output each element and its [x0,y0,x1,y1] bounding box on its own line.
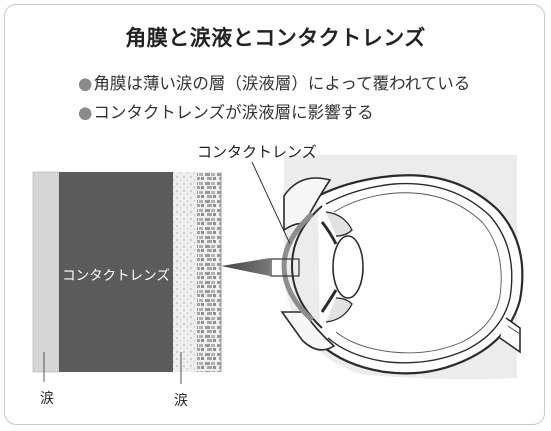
eyeball-outline [317,174,524,375]
lens-cross-section-label: コンタクトレンズ [62,268,170,284]
bullet-marker: ● [78,74,93,93]
crystalline-lens [332,235,364,299]
iris-upper [320,221,338,245]
tear-layer-right [173,172,197,372]
contact-lens-band [59,172,173,372]
ciliary-body-upper [325,211,353,237]
magnification-box [270,258,300,277]
bullet-text-1: 角膜は薄い涙の層（涙液層）によって覆われている [93,74,471,93]
optic-nerve [499,317,521,354]
eyeball-retina-layer [333,192,502,354]
ciliary-body-lower [325,297,353,323]
tear-right-label: 涙 [174,393,188,409]
upper-eyelid [283,177,332,232]
eyeball-inner-layer [325,182,513,364]
optic-nerve-inner [507,325,521,335]
bullet-item-2: ●コンタクトレンズが涙液層に影響する [78,99,374,123]
tear-left-label: 涙 [40,391,54,407]
tear-layer-left [32,171,60,373]
lens-callout-label: コンタクトレンズ [197,143,317,161]
bullet-marker: ● [78,103,93,122]
contact-lens-on-eye [281,212,314,322]
lens-callout-leader [251,161,291,245]
lower-eyelid [280,311,336,351]
bullet-item-1: ●角膜は薄い涙の層（涙液層）によって覆われている [78,70,470,94]
magnification-cone [221,258,270,276]
bullet-text-2: コンタクトレンズが涙液層に影響する [93,103,374,122]
iris-lower [320,289,338,313]
diagram-title: 角膜と涙液とコンタクトレンズ [125,26,426,50]
cornea-cell-layer [197,172,221,372]
